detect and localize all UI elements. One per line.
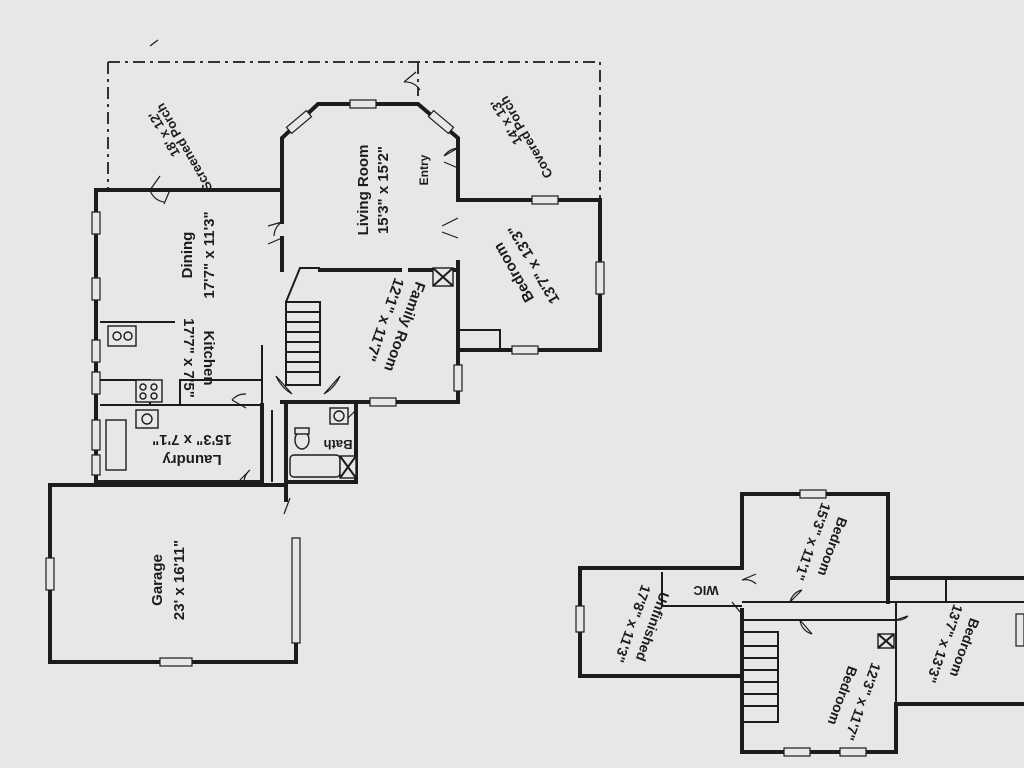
stair [285, 267, 321, 386]
main-floor-fixtures [105, 267, 501, 479]
main-floor-labels: Screened Porch 18' x 12' Covered Porch 1… [145, 93, 563, 620]
living-room-label: Living Room [355, 145, 372, 236]
porch-outline [107, 61, 601, 198]
upper-floor-fixtures [877, 633, 895, 649]
entry-label: Entry [417, 154, 431, 185]
main-floor-plan: Screened Porch 18' x 12' Covered Porch 1… [45, 39, 605, 667]
kitchen-size: 17'7" x 7'5" [180, 318, 197, 398]
main-floor-windows [45, 99, 605, 667]
bath-wall [284, 400, 358, 484]
dining-size: 17'7" x 11'3" [201, 211, 218, 298]
garage-label: Garage [149, 554, 166, 606]
upper-floor-windows [575, 489, 1024, 757]
dining-kitchen-laundry-wall [94, 188, 284, 484]
dining-label: Dining [179, 232, 196, 279]
living-room-size: 15'3" x 15'2" [375, 146, 392, 234]
kitchen-wall [100, 321, 263, 406]
laundry-label: Laundry [162, 451, 222, 468]
upper-floor-labels: Bedroom 15'3" x 11'1" WIC Unfinished 17'… [611, 501, 982, 743]
upper-floor-interior [661, 572, 1024, 723]
laundry-wall [261, 405, 273, 482]
laundry-size: 15'3" x 7'1" [152, 431, 232, 448]
bedroom-wall [456, 198, 602, 352]
wic-label: WIC [693, 583, 719, 598]
bath-label: Bath [323, 437, 352, 452]
upper-floor-plan: Bedroom 15'3" x 11'1" WIC Unfinished 17'… [575, 489, 1024, 757]
kitchen-label: Kitchen [200, 330, 217, 385]
upper-floor-doors [731, 573, 909, 635]
garage-size: 23' x 16'11" [171, 540, 188, 620]
